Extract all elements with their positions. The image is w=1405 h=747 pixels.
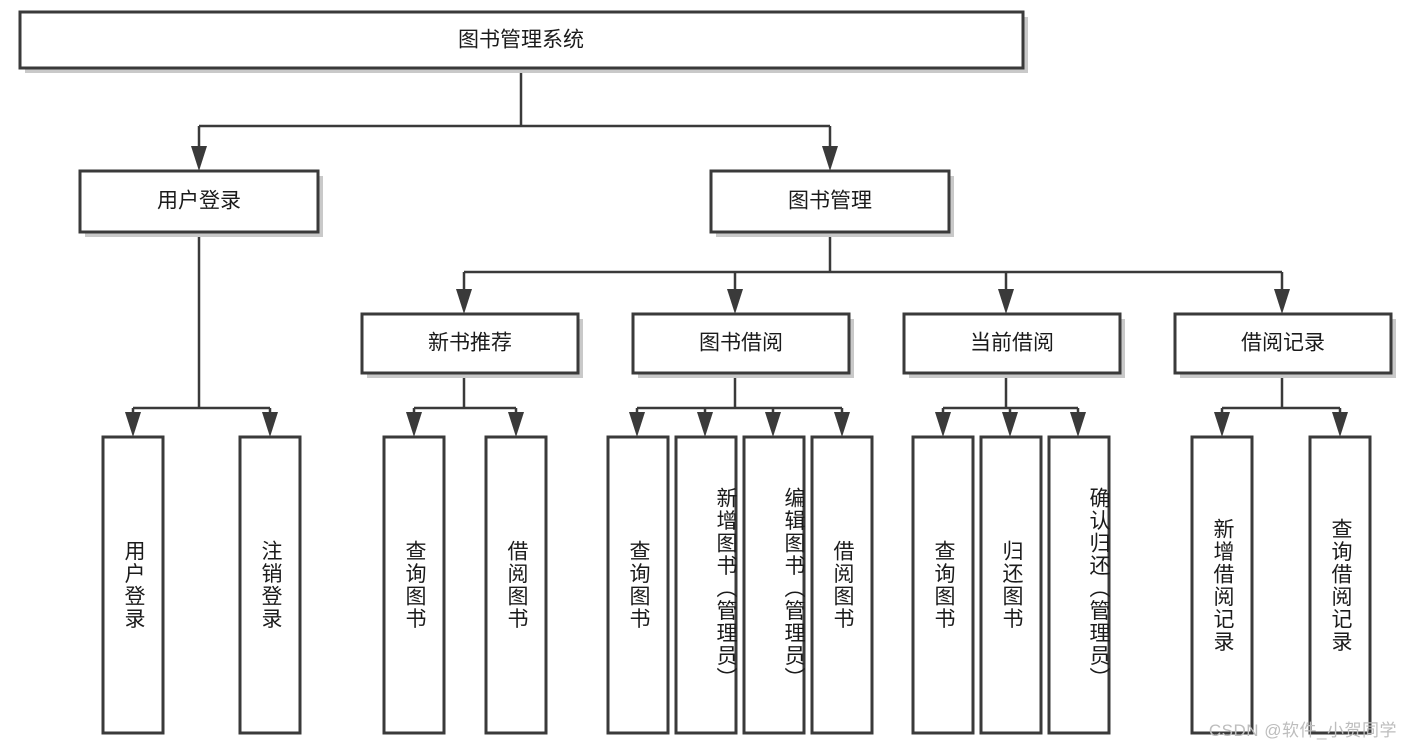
arrow-head-leaf-query-book-2 bbox=[629, 412, 645, 437]
node-book-management[interactable]: 图书管理 bbox=[709, 169, 954, 237]
node-book-management-label: 图书管理 bbox=[788, 190, 872, 213]
node-leaf-query-record[interactable] bbox=[1308, 435, 1372, 735]
connector-layer bbox=[125, 68, 1348, 437]
node-leaf-query-book-1[interactable] bbox=[382, 435, 446, 735]
arrow-head-leaf-query-book-1 bbox=[406, 412, 422, 437]
arrow-head-leaf-borrow-book-2 bbox=[834, 412, 850, 437]
node-current-borrow[interactable]: 当前借阅 bbox=[902, 312, 1125, 378]
node-current-borrow-label: 当前借阅 bbox=[970, 332, 1054, 355]
node-leaf-user-login[interactable] bbox=[101, 435, 165, 735]
arrow-head-book-borrow bbox=[727, 289, 743, 314]
arrow-head-leaf-logout bbox=[262, 412, 278, 437]
node-new-book-recommend-box bbox=[360, 312, 580, 375]
node-leaf-borrow-book-1-box bbox=[484, 435, 548, 735]
node-book-borrow-box bbox=[631, 312, 851, 375]
node-leaf-query-book-3-box bbox=[911, 435, 975, 735]
node-leaf-edit-book[interactable] bbox=[742, 435, 806, 735]
node-leaf-add-record-box bbox=[1190, 435, 1254, 735]
watermark-text: CSDN @软件_小贺同学 bbox=[1208, 721, 1397, 740]
node-leaf-add-record[interactable] bbox=[1190, 435, 1254, 735]
node-book-borrow-label: 图书借阅 bbox=[699, 332, 783, 355]
arrow-head-leaf-edit-book bbox=[765, 412, 781, 437]
node-user-login-box bbox=[78, 169, 320, 234]
node-leaf-borrow-book-1[interactable] bbox=[484, 435, 548, 735]
node-root[interactable]: 图书管理系统 bbox=[18, 10, 1028, 73]
node-current-borrow-box bbox=[902, 312, 1122, 375]
node-leaf-logout-box bbox=[238, 435, 302, 735]
arrow-head-leaf-user-login bbox=[125, 412, 141, 437]
arrow-head-user-login bbox=[191, 146, 207, 171]
node-user-login[interactable]: 用户登录 bbox=[78, 169, 323, 237]
arrow-head-new-book-recommend bbox=[456, 289, 472, 314]
node-leaf-query-book-3[interactable] bbox=[911, 435, 975, 735]
node-leaf-query-book-1-box bbox=[382, 435, 446, 735]
node-book-borrow[interactable]: 图书借阅 bbox=[631, 312, 854, 378]
node-borrow-record-box bbox=[1173, 312, 1393, 375]
node-new-book-recommend[interactable]: 新书推荐 bbox=[360, 312, 583, 378]
node-book-management-box bbox=[709, 169, 951, 234]
arrow-head-leaf-query-record bbox=[1332, 412, 1348, 437]
node-leaf-edit-book-box bbox=[742, 435, 806, 735]
arrow-head-leaf-borrow-book-1 bbox=[508, 412, 524, 437]
node-leaf-query-record-box bbox=[1308, 435, 1372, 735]
node-leaf-borrow-book-2-box bbox=[810, 435, 874, 735]
node-root-label: 图书管理系统 bbox=[458, 29, 584, 52]
node-new-book-recommend-label: 新书推荐 bbox=[428, 332, 512, 355]
node-leaf-return-book-box bbox=[979, 435, 1043, 735]
node-leaf-return-book[interactable] bbox=[979, 435, 1043, 735]
node-leaf-add-book[interactable] bbox=[674, 435, 738, 735]
node-leaf-query-book-2-box bbox=[606, 435, 670, 735]
arrow-head-leaf-add-record bbox=[1214, 412, 1230, 437]
node-leaf-user-login-box bbox=[101, 435, 165, 735]
arrow-head-leaf-return-book bbox=[1002, 412, 1018, 437]
node-leaf-query-book-2[interactable] bbox=[606, 435, 670, 735]
arrow-head-leaf-query-book-3 bbox=[935, 412, 951, 437]
arrow-head-borrow-record bbox=[1274, 289, 1290, 314]
node-leaf-confirm-return[interactable] bbox=[1047, 435, 1111, 735]
node-leaf-borrow-book-2[interactable] bbox=[810, 435, 874, 735]
arrow-head-current-borrow bbox=[998, 289, 1014, 314]
arrow-head-leaf-add-book bbox=[697, 412, 713, 437]
node-user-login-label: 用户登录 bbox=[157, 190, 241, 213]
node-borrow-record-label: 借阅记录 bbox=[1241, 332, 1325, 355]
node-borrow-record[interactable]: 借阅记录 bbox=[1173, 312, 1396, 378]
node-leaf-confirm-return-box bbox=[1047, 435, 1111, 735]
node-leaf-add-book-box bbox=[674, 435, 738, 735]
node-root-box bbox=[18, 10, 1025, 70]
arrow-head-leaf-confirm-return bbox=[1070, 412, 1086, 437]
arrow-head-book-management bbox=[822, 146, 838, 171]
node-leaf-logout[interactable] bbox=[238, 435, 302, 735]
